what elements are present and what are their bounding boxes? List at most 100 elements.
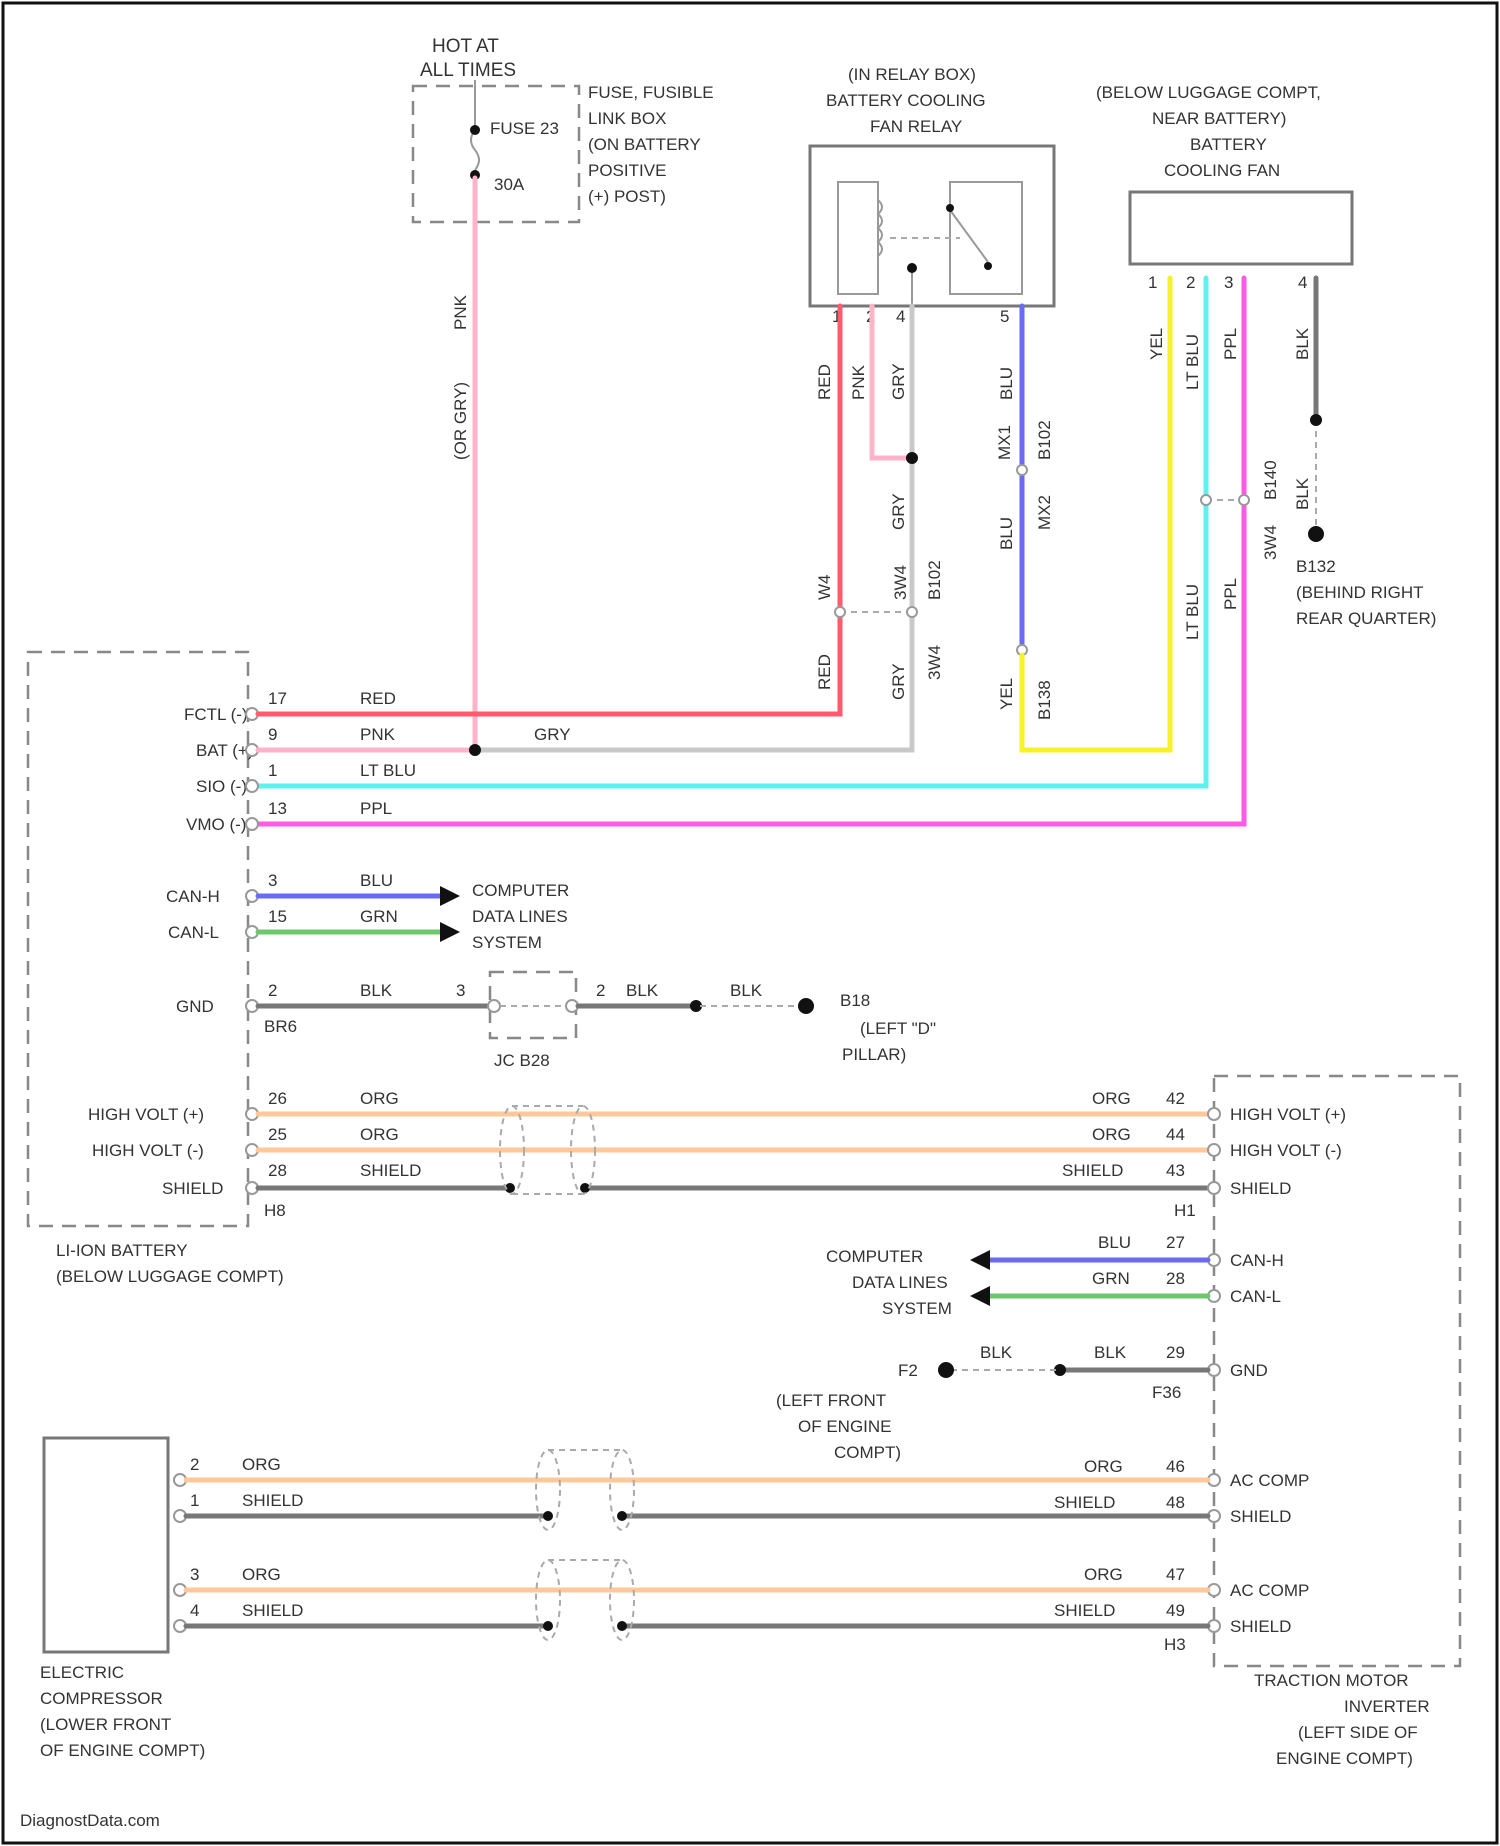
ground-b132-id: B132 [1296, 557, 1336, 576]
fan-blk-label: BLK [1293, 327, 1312, 360]
inv-label-ac2: AC COMP [1230, 1581, 1309, 1600]
inv-label-canh: CAN-H [1230, 1251, 1284, 1270]
battery-pin-wire-vmo: PPL [360, 799, 392, 818]
ground-b18-location-1: (LEFT "D" [860, 1019, 936, 1038]
jn-b138: B138 [1035, 680, 1054, 720]
ground-b18-location-2: PILLAR) [842, 1045, 906, 1064]
fan-pin-1: 1 [1148, 273, 1157, 292]
battery-pin-wire2-bat: GRY [534, 725, 571, 744]
compressor-name-line-1: ELECTRIC [40, 1663, 124, 1682]
battery-pin-label-canl: CAN-L [168, 923, 219, 942]
hot-at-all-times-line-2: ALL TIMES [420, 60, 516, 81]
b102-label: B102 [1035, 420, 1054, 460]
battery-pin-wire-gnd: BLK [360, 981, 393, 1000]
inv-label-canl: CAN-L [1230, 1287, 1281, 1306]
relay-pin-4: 4 [896, 307, 905, 326]
jn-w4: W4 [815, 575, 834, 601]
inv-connector-bottom: H3 [1164, 1635, 1186, 1654]
ground-b18-icon [798, 998, 814, 1014]
battery-cooling-fan: (BELOW LUGGAGE COMPT, NEAR BATTERY) BATT… [1096, 83, 1352, 292]
jc-b28-connector: 3 2 BLK JC B28 [456, 972, 659, 1070]
fan-box [1130, 192, 1352, 264]
ground-f2-icon [938, 1362, 954, 1378]
fuse-location-line-1: FUSE, FUSIBLE [588, 83, 714, 102]
inv-wire-gnd-2: BLK [980, 1343, 1013, 1362]
battery-pin-wire-canl: GRN [360, 907, 398, 926]
fuse-location-line-5: (+) POST) [588, 187, 666, 206]
inv-wire-sh1: SHIELD [1054, 1493, 1115, 1512]
battery-pin-label-hv-plus: HIGH VOLT (+) [88, 1105, 204, 1124]
comp-pin-num-3: 3 [190, 1565, 199, 1584]
battery-pin-label-gnd: GND [176, 997, 214, 1016]
inv-label-sh2: SHIELD [1230, 1617, 1291, 1636]
inverter-name-line-3: (LEFT SIDE OF [1298, 1723, 1418, 1742]
b102-pin-b: MX2 [1035, 495, 1054, 530]
ground-f2-id: F2 [898, 1361, 918, 1380]
battery-connector: H8 [264, 1201, 286, 1220]
inv-num-ac1: 46 [1166, 1457, 1185, 1476]
battery-name-line-2: (BELOW LUGGAGE COMPT) [56, 1267, 284, 1286]
electric-compressor-box [44, 1438, 168, 1652]
battery-pin-num-vmo: 13 [268, 799, 287, 818]
relay-title-line-2: BATTERY COOLING [826, 91, 986, 110]
fuse-name: FUSE 23 [490, 119, 559, 138]
fctl-red-wire [258, 700, 840, 714]
battery-pin-wire-shield: SHIELD [360, 1161, 421, 1180]
jc-name: JC B28 [494, 1051, 550, 1070]
inv-num-ac2: 47 [1166, 1565, 1185, 1584]
fan-ltblu-wire [258, 278, 1206, 786]
relay-blu-label: BLU [997, 367, 1016, 400]
diagram-frame [3, 3, 1497, 1843]
b140-pin: 3W4 [1261, 525, 1280, 560]
inv-label-gnd: GND [1230, 1361, 1268, 1380]
relay-gry2-label: GRY [889, 493, 908, 530]
battery-pin-num-canl: 15 [268, 907, 287, 926]
battery-pin-label-fctl: FCTL (-) [184, 705, 248, 724]
relay-box [810, 146, 1054, 306]
ltblu-lower-label: LT BLU [1183, 584, 1202, 640]
battery-pin-num-gnd: 2 [268, 981, 277, 1000]
inv-canh-arrow-icon [970, 1250, 990, 1270]
inv-num-shield: 43 [1166, 1161, 1185, 1180]
fuse-wire-color: PNK [451, 294, 470, 330]
jn-b102: B102 [925, 560, 944, 600]
inv-wire-ac2: ORG [1084, 1565, 1123, 1584]
relay-title-line-3: FAN RELAY [870, 117, 962, 136]
relay-pnk-label: PNK [849, 364, 868, 400]
jn-3w4: 3W4 [891, 565, 910, 600]
hot-at-all-times-line-1: HOT AT [432, 36, 499, 57]
inverter-name-line-1: TRACTION MOTOR [1254, 1671, 1409, 1690]
inv-wire-hv-plus: ORG [1092, 1089, 1131, 1108]
battery-pin-label-canh: CAN-H [166, 887, 220, 906]
comp-pin-num-2: 1 [190, 1491, 199, 1510]
inverter-pins: ORG 42 HIGH VOLT (+) ORG 44 HIGH VOLT (-… [938, 1089, 1346, 1654]
fuse-rating: 30A [494, 175, 525, 194]
cdl-battery-line-1: COMPUTER [472, 881, 569, 900]
inverter-name-line-4: ENGINE COMPT) [1276, 1749, 1413, 1768]
compressor-name-line-2: COMPRESSOR [40, 1689, 163, 1708]
ground-f2-location-2: OF ENGINE [798, 1417, 892, 1436]
battery-pin-label-bat: BAT (+) [196, 741, 253, 760]
watermark: DiagnostData.com [20, 1811, 160, 1830]
inv-connector-gnd: F36 [1152, 1383, 1181, 1402]
battery-pin-wire-hv-plus: ORG [360, 1089, 399, 1108]
inv-wire-shield: SHIELD [1062, 1161, 1123, 1180]
battery-pin-wire-fctl: RED [360, 689, 396, 708]
ground-b132-icon [1308, 526, 1324, 542]
inv-label-shield: SHIELD [1230, 1179, 1291, 1198]
ground-f2-location-1: (LEFT FRONT [776, 1391, 886, 1410]
fuse-element-icon [471, 130, 479, 170]
battery-name-line-1: LI-ION BATTERY [56, 1241, 188, 1260]
relay-title-line-1: (IN RELAY BOX) [848, 65, 976, 84]
battery-pin-num-hv-plus: 26 [268, 1089, 287, 1108]
fan-ppl-wire [258, 278, 1244, 824]
canl-arrow-icon [440, 922, 460, 942]
fan-title-line-1: (BELOW LUGGAGE COMPT, [1096, 83, 1321, 102]
comp-pin-wire-1: ORG [242, 1455, 281, 1474]
canh-arrow-icon [440, 886, 460, 906]
ground-b132-location-1: (BEHIND RIGHT [1296, 583, 1424, 602]
b140-label: B140 [1261, 460, 1280, 500]
inv-label-sh1: SHIELD [1230, 1507, 1291, 1526]
fan-yel-label: YEL [1147, 328, 1166, 360]
